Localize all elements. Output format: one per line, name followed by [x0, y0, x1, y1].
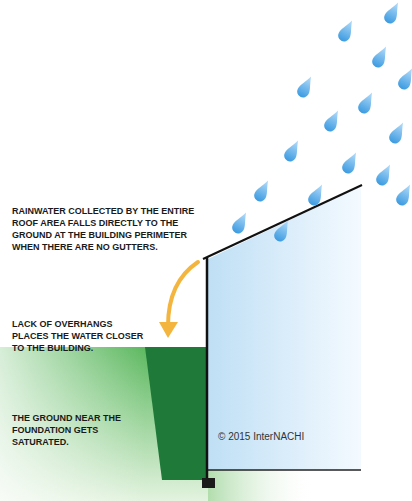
raindrop	[394, 182, 412, 208]
raindrop	[252, 178, 273, 204]
raindrop	[356, 90, 377, 116]
raindrop	[272, 218, 293, 244]
raindrop	[295, 74, 316, 100]
raindrop	[382, 0, 403, 26]
raindrop	[374, 162, 395, 188]
raindrop	[306, 182, 327, 208]
floor-line	[207, 469, 361, 471]
callout-note: THE GROUND NEAR THE FOUNDATION GETS SATU…	[12, 412, 144, 448]
raindrop	[370, 44, 391, 70]
footing	[202, 478, 215, 488]
raindrop	[387, 120, 408, 146]
roof-line	[203, 185, 362, 259]
raindrop	[282, 138, 303, 164]
copyright-notice: © 2015 InterNACHI	[218, 431, 304, 443]
flow-arrow	[159, 262, 198, 338]
wall-line	[206, 257, 209, 482]
building-interior	[208, 186, 361, 470]
raindrop	[230, 210, 251, 236]
raindrop	[340, 150, 361, 176]
raindrop	[336, 18, 357, 44]
saturated-trench	[145, 347, 207, 480]
raindrops	[230, 0, 412, 244]
raindrop	[322, 108, 343, 134]
callout-note: LACK OF OVERHANGS PLACES THE WATER CLOSE…	[12, 318, 144, 354]
callout-note: RAINWATER COLLECTED BY THE ENTIRE ROOF A…	[12, 205, 208, 253]
raindrop	[396, 66, 412, 92]
